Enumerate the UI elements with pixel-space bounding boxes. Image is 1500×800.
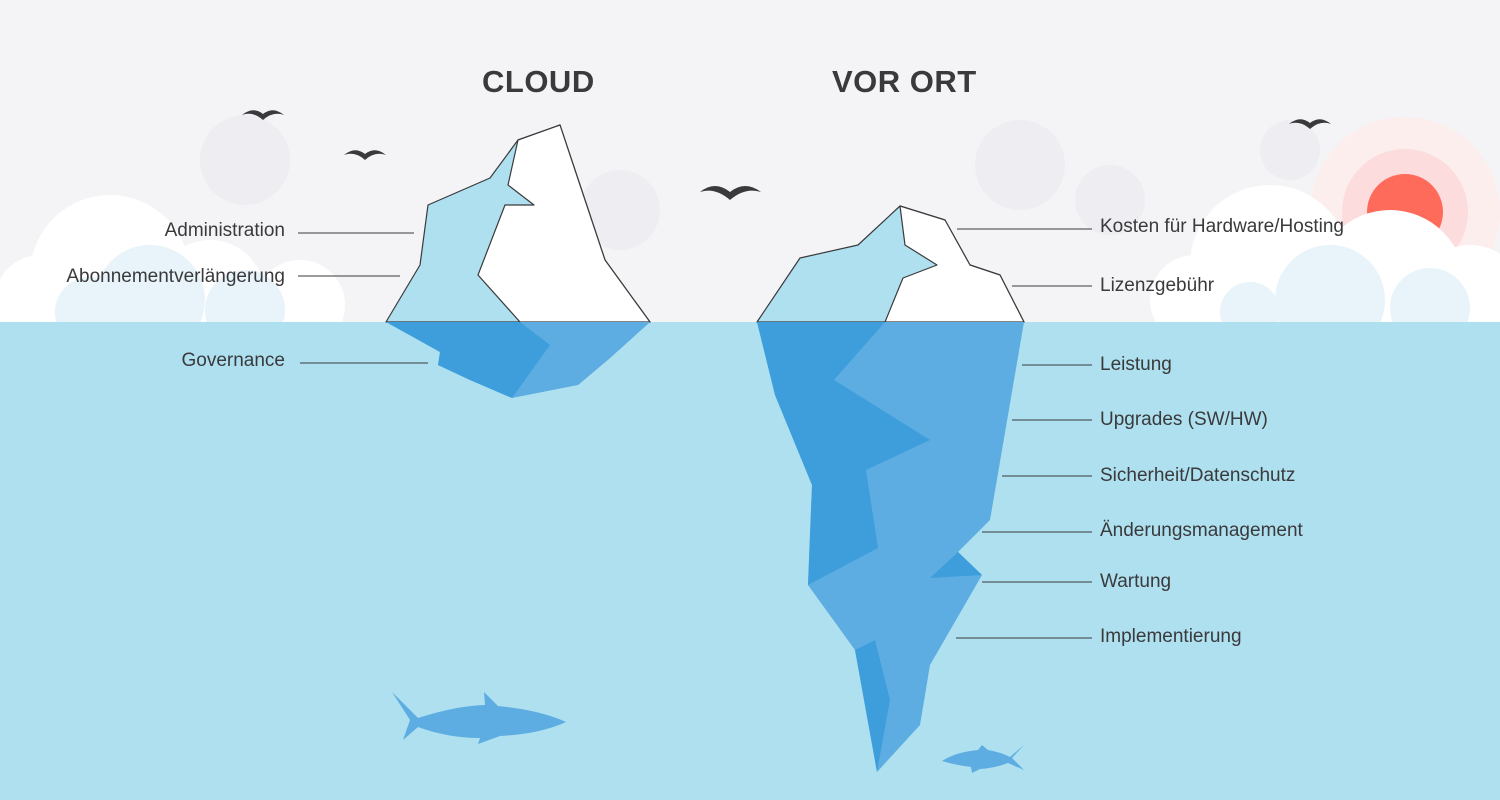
label-upgrades: Upgrades (SW/HW)	[1100, 409, 1268, 430]
background-clouds	[200, 115, 1320, 250]
bird-icon	[344, 150, 386, 160]
label-implementation: Implementierung	[1100, 626, 1242, 647]
bird-icon	[1289, 119, 1331, 129]
water	[0, 322, 1500, 800]
label-administration: Administration	[164, 220, 285, 241]
bird-icon	[242, 110, 284, 120]
label-maintenance: Wartung	[1100, 571, 1172, 592]
label-security-privacy: Sicherheit/Datenschutz	[1100, 465, 1296, 486]
label-governance: Governance	[181, 350, 285, 371]
label-license-fee: Lizenzgebühr	[1100, 275, 1215, 296]
cloud-title: CLOUD	[482, 64, 595, 99]
label-subscription-renewal: Abonnementverlängerung	[66, 266, 285, 287]
onprem-iceberg-underwater	[757, 322, 1024, 772]
shark-icon	[392, 692, 566, 744]
label-performance: Leistung	[1100, 354, 1172, 375]
shark-icon	[942, 745, 1024, 773]
cloud-iceberg	[385, 124, 651, 323]
label-change-management: Änderungsmanagement	[1100, 520, 1303, 541]
label-hardware-hosting-costs: Kosten für Hardware/Hosting	[1100, 216, 1344, 237]
onprem-iceberg	[756, 205, 1025, 323]
onprem-title: VOR ORT	[832, 64, 977, 99]
cloud-iceberg-underwater	[386, 322, 650, 398]
bird-icon	[700, 186, 761, 200]
